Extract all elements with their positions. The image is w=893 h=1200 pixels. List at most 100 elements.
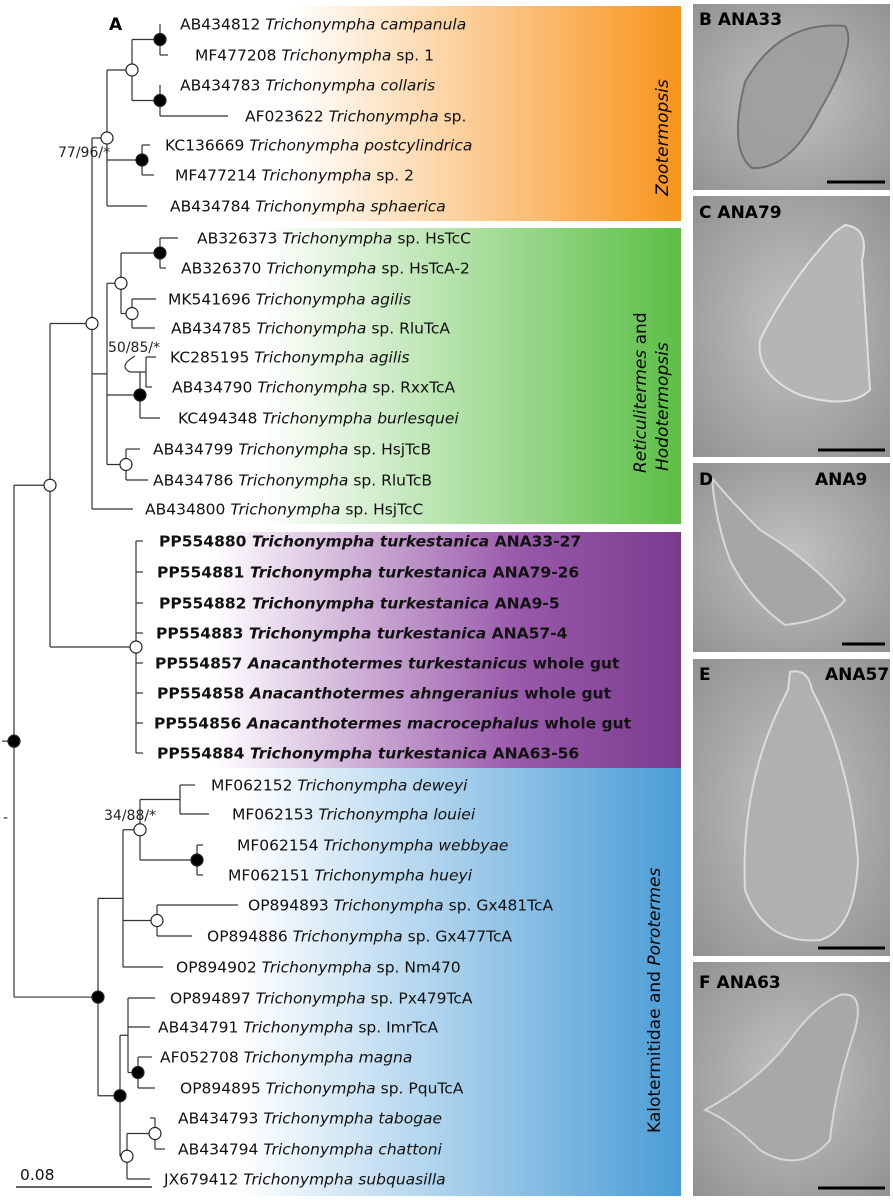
support-node-open bbox=[150, 913, 164, 928]
support-node-open bbox=[119, 457, 133, 472]
leaf-label: KC285195 Trichonympha agilis bbox=[170, 349, 410, 367]
leaf-accession: MF062154 bbox=[237, 837, 323, 855]
leaf-species: campanula bbox=[380, 16, 466, 34]
leaf-genus: Trichonympha bbox=[329, 108, 439, 126]
leaf-genus: Trichonympha bbox=[265, 77, 375, 95]
leaf-species: turkestanica bbox=[377, 625, 486, 643]
micrograph-panels: B ANA33 C ANA79 D ANA9 E ANA57 bbox=[693, 4, 890, 1196]
leaf-label: AB434783 Trichonympha collaris bbox=[180, 77, 435, 95]
leaf-species: postcylindrica bbox=[363, 137, 472, 155]
leaf-label: AB434791 Trichonympha sp. ImrTcA bbox=[158, 1019, 438, 1037]
leaf-label: AB434799 Trichonympha sp. HsjTcB bbox=[153, 441, 431, 459]
support-value-kalotermitidae: 34/88/* bbox=[104, 808, 156, 824]
clade-label-reticulitermes: Reticulitermes and bbox=[631, 312, 651, 473]
leaf-label: OP894897 Trichonympha sp. Px479TcA bbox=[170, 990, 473, 1008]
leaf-species: sp. RxxTcA bbox=[372, 379, 455, 397]
leaf-species: sp. HsTcA-2 bbox=[381, 260, 470, 278]
leaf-label: MF062153 Trichonympha louiei bbox=[232, 806, 476, 824]
leaf-label: PP554858 Anacanthotermes ahngeranius who… bbox=[157, 685, 612, 703]
leaf-species: sp. Gx481TcA bbox=[449, 897, 554, 915]
photo-panel-d: D ANA9 bbox=[693, 463, 890, 652]
leaf-genus: Trichonympha bbox=[257, 379, 367, 397]
leaf-genus: Trichonympha bbox=[262, 410, 372, 428]
clade-box-anacanthotermes bbox=[130, 532, 681, 768]
leaf-suffix: whole gut bbox=[539, 715, 632, 733]
leaf-label: OP894895 Trichonympha sp. PquTcA bbox=[180, 1080, 464, 1098]
leaf-accession: AB434785 bbox=[171, 320, 256, 338]
leaf-species: macrocephalus bbox=[407, 715, 539, 733]
leaf-accession: KC494348 bbox=[178, 410, 262, 428]
photo-f-letter: F bbox=[699, 973, 711, 993]
leaf-label: AF052708 Trichonympha magna bbox=[160, 1049, 412, 1067]
support-node-filled bbox=[91, 990, 105, 1004]
photo-f-cell bbox=[702, 993, 859, 1162]
leaf-label: AB434786 Trichonympha sp. RluTcB bbox=[153, 472, 432, 490]
scale-bar-label: 0.08 bbox=[20, 1166, 55, 1184]
leaf-accession: AB326373 bbox=[197, 230, 282, 248]
leaf-accession: AF052708 bbox=[160, 1049, 244, 1067]
support-value-agilis: 50/85/* bbox=[108, 340, 160, 356]
leaf-accession: MF477214 bbox=[175, 167, 261, 185]
photo-b-letter: B bbox=[699, 10, 712, 30]
leaf-genus: Trichonympha bbox=[249, 625, 372, 643]
leaf-genus: Trichonympha bbox=[252, 533, 375, 551]
leaf-genus: Trichonympha bbox=[243, 1019, 353, 1037]
leaf-genus: Trichonympha bbox=[252, 595, 375, 613]
support-node-open bbox=[125, 63, 139, 77]
leaf-genus: Trichonympha bbox=[249, 137, 359, 155]
leaf-label: MF062152 Trichonympha deweyi bbox=[211, 777, 468, 795]
leaf-species: hueyi bbox=[429, 867, 472, 885]
leaf-accession: PP554880 bbox=[159, 533, 252, 551]
photo-panel-c: C ANA79 bbox=[693, 196, 890, 457]
leaf-genus: Trichonympha bbox=[244, 1049, 354, 1067]
photo-panel-e: E ANA57 bbox=[693, 659, 890, 956]
leaf-genus: Trichonympha bbox=[230, 501, 340, 519]
leaf-genus: Trichonympha bbox=[263, 1110, 373, 1128]
leaf-genus: Trichonympha bbox=[282, 230, 392, 248]
leaf-label: MK541696 Trichonympha agilis bbox=[168, 291, 411, 309]
photo-d-cell bbox=[710, 474, 847, 627]
support-node-filled bbox=[113, 1089, 127, 1103]
leaf-genus: Trichonympha bbox=[255, 198, 365, 216]
leaf-label: PP554883 Trichonympha turkestanica ANA57… bbox=[156, 625, 568, 643]
leaf-label: MF062154 Trichonympha webbyae bbox=[237, 837, 508, 855]
photo-f-name: ANA63 bbox=[717, 973, 781, 993]
leaf-label: AB326370 Trichonympha sp. HsTcA-2 bbox=[181, 260, 470, 278]
leaf-accession: MF062152 bbox=[211, 777, 297, 795]
leaf-genus: Trichonympha bbox=[262, 959, 372, 977]
photo-c-label: C ANA79 bbox=[699, 203, 782, 223]
leaf-label: AB434794 Trichonympha chattoni bbox=[178, 1141, 443, 1159]
leaf-species: ahngeranius bbox=[410, 685, 519, 703]
support-node-open bbox=[100, 131, 114, 145]
leaf-accession: PP554884 bbox=[157, 745, 250, 763]
leaf-species: chattoni bbox=[378, 1141, 442, 1159]
leaf-accession: AB434790 bbox=[172, 379, 257, 397]
leaf-label: KC494348 Trichonympha burlesquei bbox=[178, 410, 459, 428]
leaf-label: MF062151 Trichonympha hueyi bbox=[228, 867, 473, 885]
support-node-open bbox=[133, 823, 147, 837]
leaf-label: JX679412 Trichonympha subquasilla bbox=[163, 1171, 446, 1189]
leaf-suffix: ANA9-5 bbox=[489, 595, 559, 613]
leaf-genus: Trichonympha bbox=[254, 349, 364, 367]
leaf-accession: AB434812 bbox=[180, 16, 265, 34]
leaf-suffix: ANA33-27 bbox=[489, 533, 581, 551]
photo-d-name-label: ANA9 bbox=[815, 470, 867, 490]
leaf-genus: Trichonympha bbox=[238, 472, 348, 490]
leaf-genus: Anacanthotermes bbox=[246, 715, 402, 733]
leaf-accession: AB434800 bbox=[145, 501, 230, 519]
leaf-accession: AB434786 bbox=[153, 472, 238, 490]
leaf-species: burlesquei bbox=[377, 410, 459, 428]
clade-boxes bbox=[130, 6, 681, 1196]
leaf-genus: Trichonympha bbox=[243, 1171, 353, 1189]
leaf-genus: Trichonympha bbox=[318, 806, 428, 824]
leaf-label: PP554882 Trichonympha turkestanica ANA9-… bbox=[159, 595, 560, 613]
leaf-species: turkestanica bbox=[378, 745, 487, 763]
leaf-suffix: ANA63-56 bbox=[487, 745, 579, 763]
support-node-open bbox=[148, 1126, 162, 1141]
photo-e-cell bbox=[743, 670, 860, 942]
clade-label-zootermopsis: Zootermopsis bbox=[653, 79, 673, 197]
leaf-label: AF023622 Trichonympha sp. bbox=[245, 108, 466, 126]
support-node-open bbox=[120, 1149, 134, 1163]
leaf-accession: MF477208 bbox=[195, 47, 281, 65]
leaf-species: subquasilla bbox=[358, 1171, 445, 1189]
